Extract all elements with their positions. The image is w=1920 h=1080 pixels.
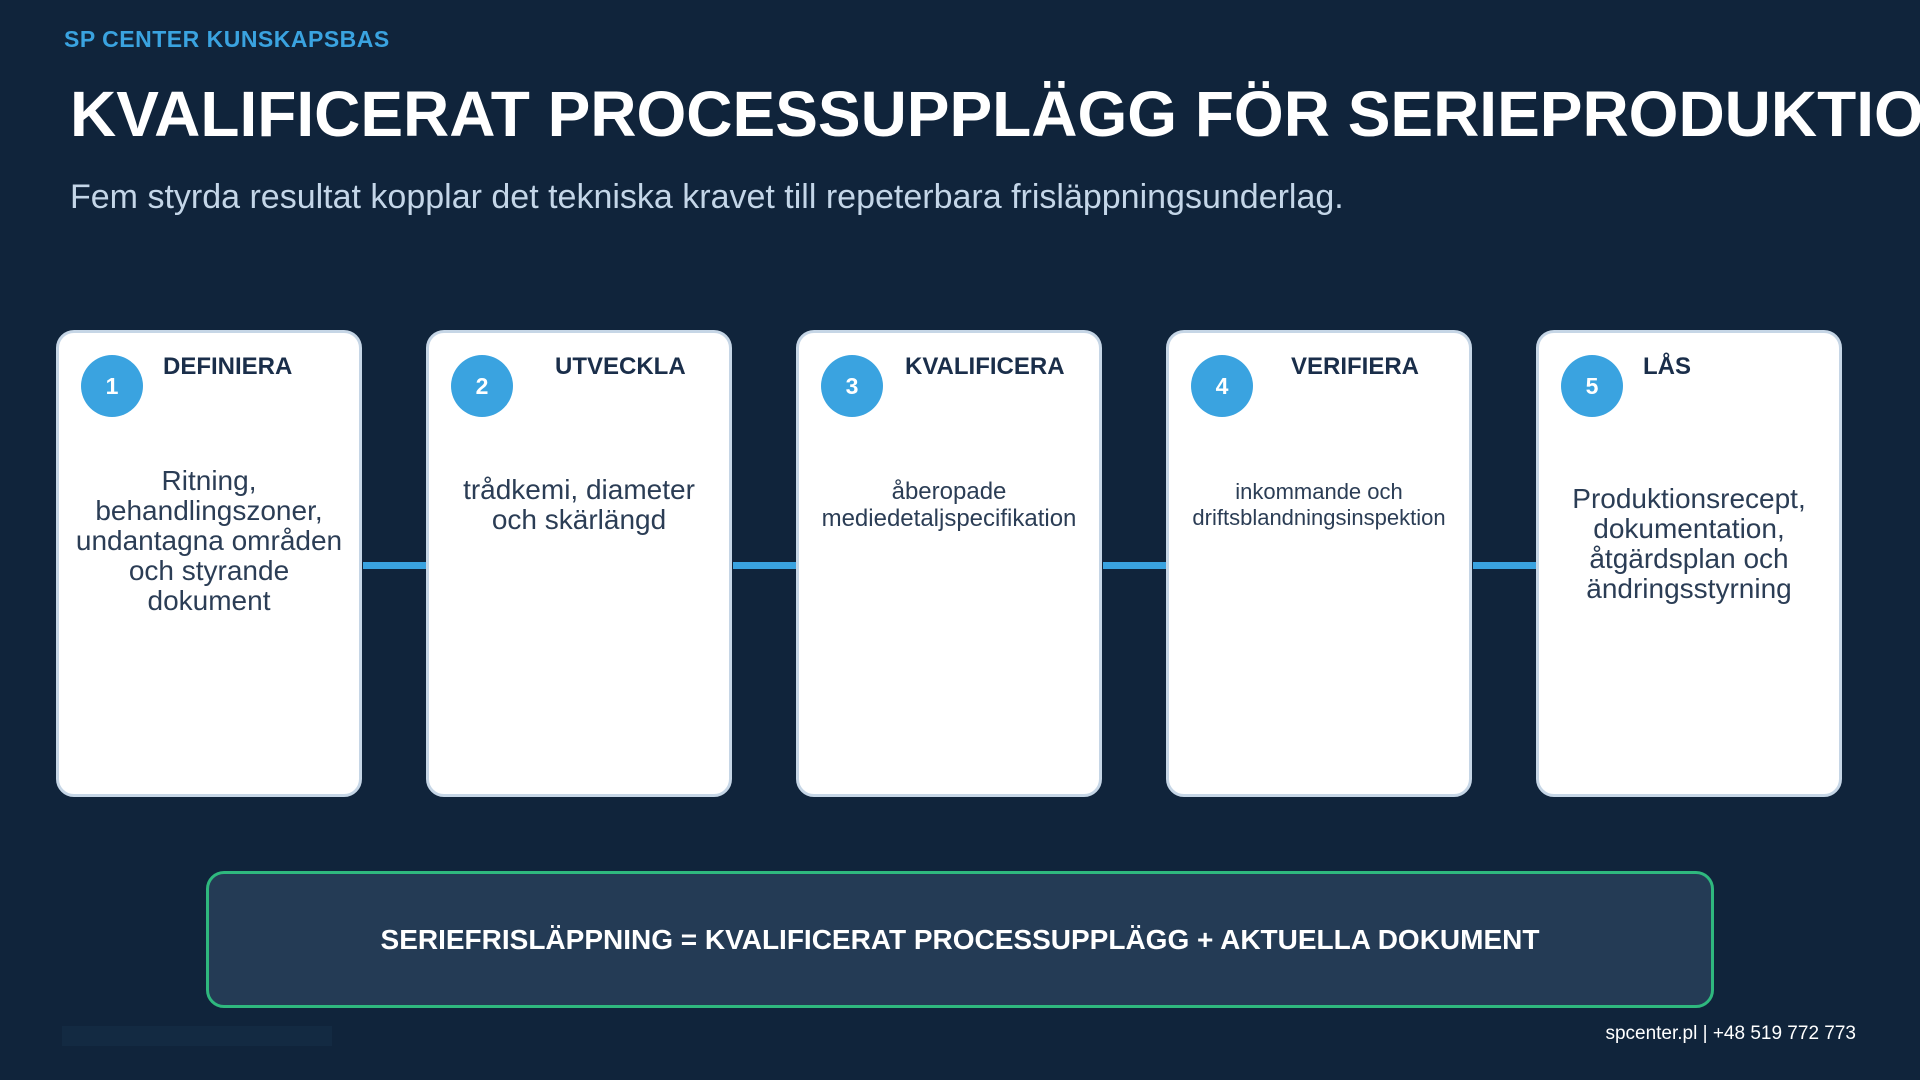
step-card-develop: 2 UTVECKLA trådkemi, diameter och skärlä… — [426, 330, 732, 797]
page-subtitle: Fem styrda resultat kopplar det tekniska… — [70, 178, 1344, 216]
step-card-define: 1 DEFINIERA Ritning, behandlingszoner, u… — [56, 330, 362, 797]
step-description: inkommande och driftsblandningsinspektio… — [1192, 479, 1446, 530]
step-title: VERIFIERA — [1291, 353, 1420, 380]
footer-contact: spcenter.pl | +48 519 772 773 — [1605, 1023, 1856, 1044]
step-number-badge: 4 — [1191, 355, 1253, 417]
step-title: UTVECKLA — [555, 353, 686, 380]
step-number-badge: 2 — [451, 355, 513, 417]
page-title: KVALIFICERAT PROCESSUPPLÄGG FÖR SERIEPRO… — [70, 78, 1920, 150]
step-card-verify: 4 VERIFIERA inkommande och driftsblandni… — [1166, 330, 1472, 797]
connector-4-5 — [1473, 562, 1537, 569]
step-number-badge: 3 — [821, 355, 883, 417]
connector-2-3 — [733, 562, 797, 569]
connector-3-4 — [1103, 562, 1167, 569]
step-title: DEFINIERA — [163, 353, 293, 380]
step-description: Produktionsrecept, dokumentation, åtgärd… — [1572, 483, 1806, 604]
footer-bar — [62, 1026, 332, 1046]
step-number-badge: 1 — [81, 355, 143, 417]
connector-1-2 — [363, 562, 427, 569]
result-banner: SERIEFRISLÄPPNING = KVALIFICERAT PROCESS… — [206, 871, 1714, 1008]
step-title: LÅS — [1643, 353, 1691, 380]
brand-label: SP CENTER KUNSKAPSBAS — [64, 26, 390, 52]
step-description: Ritning, behandlingszoner, undantagna om… — [75, 465, 343, 616]
result-formula: SERIEFRISLÄPPNING = KVALIFICERAT PROCESS… — [380, 923, 1540, 955]
step-number-badge: 5 — [1561, 355, 1623, 417]
step-card-lock: 5 LÅS Produktionsrecept, dokumentation, … — [1536, 330, 1842, 797]
step-title: KVALIFICERA — [905, 353, 1065, 380]
step-card-qualify: 3 KVALIFICERA åberopade mediedetaljspeci… — [796, 330, 1102, 797]
step-description: trådkemi, diameter och skärlängd — [463, 474, 695, 535]
step-description: åberopade mediedetaljspecifikation — [821, 478, 1077, 532]
